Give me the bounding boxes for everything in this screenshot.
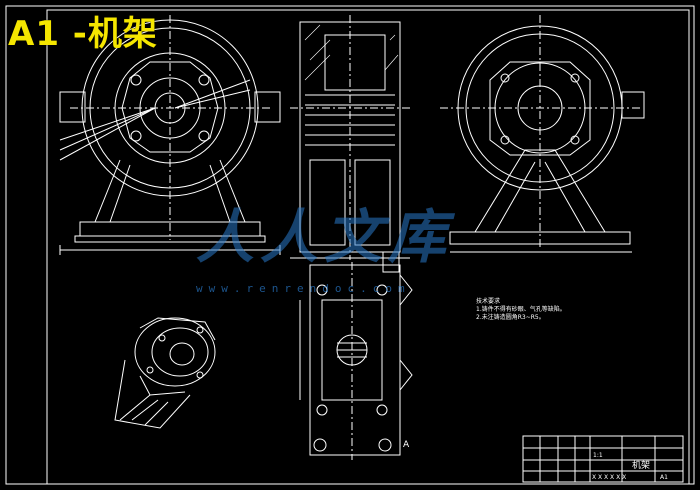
- title-block: [522, 435, 684, 483]
- part-name: 机架: [632, 461, 651, 471]
- watermark-text: 人人文库: [196, 203, 453, 271]
- watermark-url: www.renrendoc.com: [196, 282, 411, 295]
- rear-view: [440, 15, 645, 253]
- top-view: [299, 251, 413, 460]
- institution-label: X X X X X X: [592, 474, 627, 481]
- scale-label: 1:1: [593, 452, 603, 459]
- drawing-title: A1 -机架: [8, 14, 158, 54]
- section-mark: A: [403, 440, 410, 450]
- notes-line-1: 1.铸件不得有砂眼、气孔等缺陷。: [476, 306, 566, 313]
- front-view: [59, 15, 281, 255]
- notes-heading: 技术要求: [476, 298, 501, 305]
- notes-line-2: 2.未注铸造圆角R3~R5。: [476, 314, 545, 321]
- isometric-view: [114, 317, 216, 429]
- inner-border: [46, 9, 690, 485]
- drawing-no: A1: [660, 474, 668, 481]
- side-section-view: [290, 15, 410, 260]
